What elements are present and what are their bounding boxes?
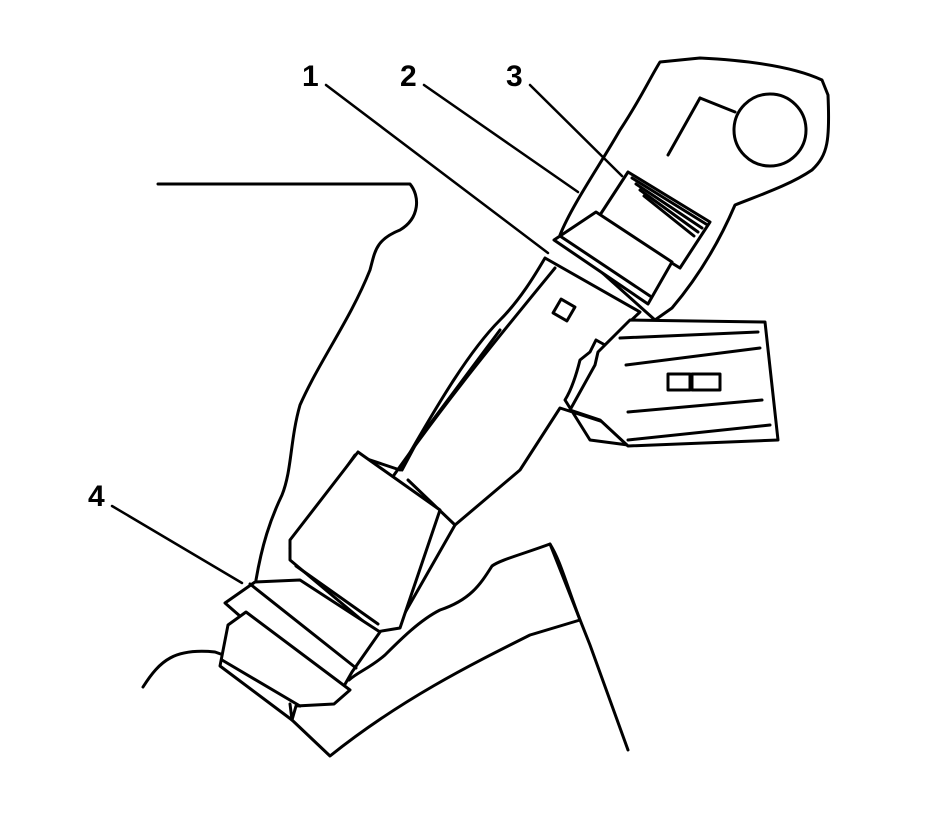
fuel-rail-cup — [558, 56, 831, 322]
rail-bolt-hole — [732, 92, 808, 168]
intake-casting — [141, 182, 630, 758]
injector-window — [551, 297, 577, 323]
callout-labels: 1 2 3 4 — [88, 60, 523, 513]
leader-line-2 — [422, 83, 580, 194]
leader-lines — [110, 83, 624, 585]
connector-latch-right — [690, 372, 722, 392]
leader-line-1 — [324, 83, 550, 255]
callout-2: 2 — [400, 60, 417, 93]
callout-4: 4 — [88, 480, 105, 513]
connector-latch-left — [666, 372, 692, 392]
electrical-connector — [568, 318, 780, 448]
upper-o-ring-assembly — [552, 170, 712, 306]
callout-1: 1 — [302, 60, 319, 93]
injector-nozzle — [218, 610, 352, 722]
leader-line-4 — [110, 504, 244, 585]
lower-collar — [288, 450, 442, 634]
callout-3: 3 — [506, 60, 523, 93]
leader-line-3 — [528, 83, 624, 178]
